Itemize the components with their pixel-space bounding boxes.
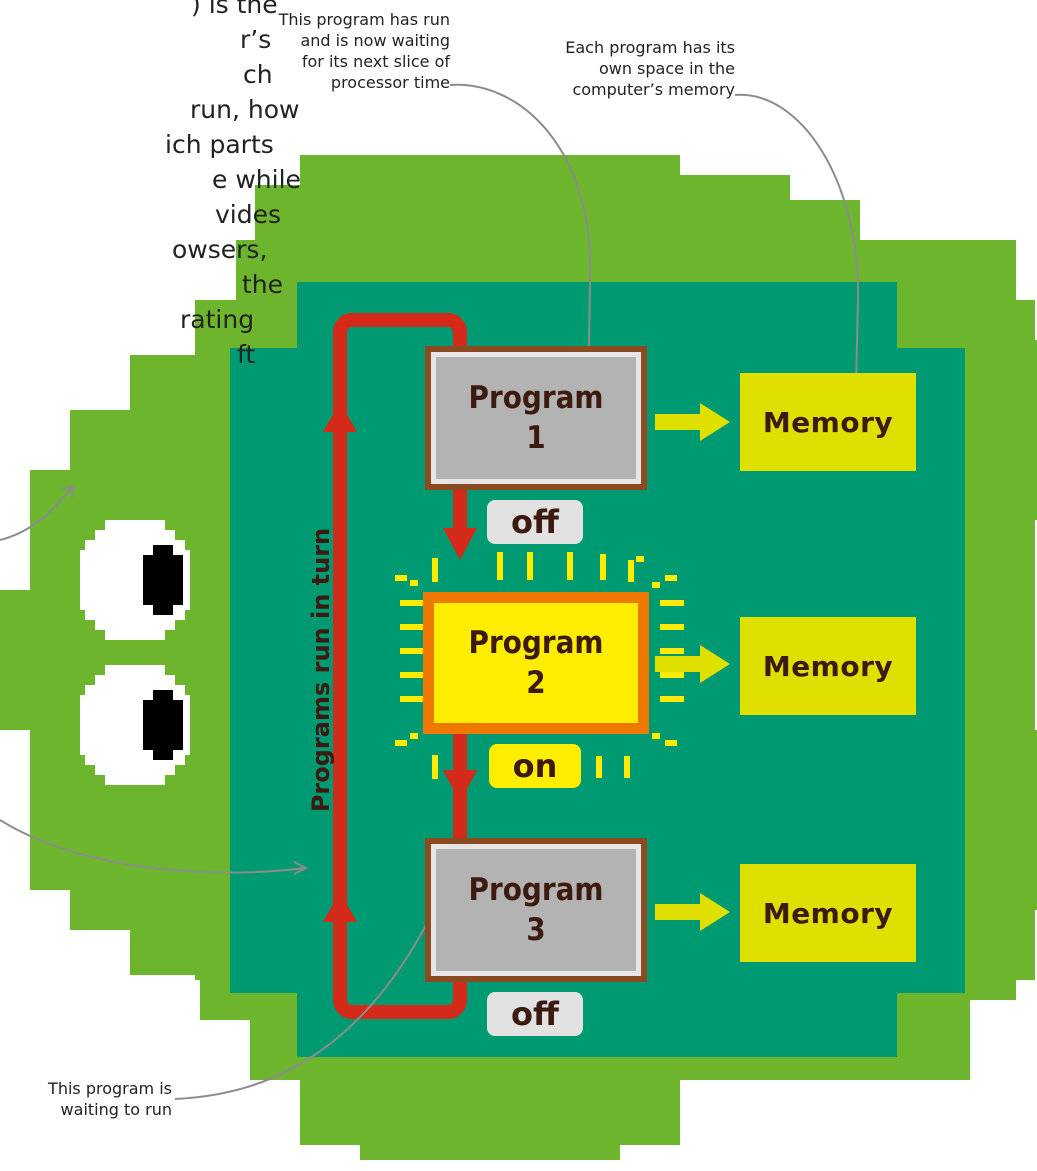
annotation-waiting-for-slice: This program has run and is now waiting …	[210, 9, 450, 93]
intro-line: rating	[180, 302, 254, 337]
annotation-line: computer’s memory	[510, 79, 735, 100]
program-1-number: 1	[469, 418, 604, 458]
program-1-status-badge: off	[487, 500, 583, 544]
program-3-number: 3	[469, 910, 604, 950]
programs-run-in-turn-label: Programs run in turn	[301, 520, 341, 820]
program-3-box: Program 3	[425, 838, 647, 982]
intro-line: the	[242, 267, 283, 302]
annotation-line: Each program has its	[510, 37, 735, 58]
intro-line: ft	[237, 337, 255, 372]
annotation-waiting-to-run: This program is waiting to run	[0, 1078, 172, 1120]
intro-line: run, how	[190, 92, 299, 127]
program-1-label: Program	[469, 378, 604, 418]
program-2-status-badge: on	[489, 744, 581, 788]
program-2-label: Program	[469, 623, 604, 663]
eye-bottom	[80, 665, 190, 785]
program-2-number: 2	[469, 663, 604, 703]
annotation-line: This program is	[0, 1078, 172, 1099]
program-3-label: Program	[469, 870, 604, 910]
annotation-line: waiting to run	[0, 1099, 172, 1120]
eye-top	[80, 520, 190, 640]
annotation-line: for its next slice of	[210, 51, 450, 72]
program-3-status-badge: off	[487, 992, 583, 1036]
intro-line: e while	[212, 162, 301, 197]
program-2-box: Program 2	[423, 592, 649, 734]
annotation-own-memory: Each program has its own space in the co…	[510, 37, 735, 100]
annotation-line: own space in the	[510, 58, 735, 79]
intro-line: owsers,	[172, 232, 267, 267]
intro-line: ich parts	[165, 127, 274, 162]
annotation-line: processor time	[210, 72, 450, 93]
annotation-line: and is now waiting	[210, 30, 450, 51]
program-1-box: Program 1	[425, 346, 647, 490]
memory-box-1: Memory	[740, 373, 916, 471]
intro-line: vides	[215, 197, 281, 232]
annotation-line: This program has run	[210, 9, 450, 30]
memory-box-2: Memory	[740, 617, 916, 715]
memory-box-3: Memory	[740, 864, 916, 962]
